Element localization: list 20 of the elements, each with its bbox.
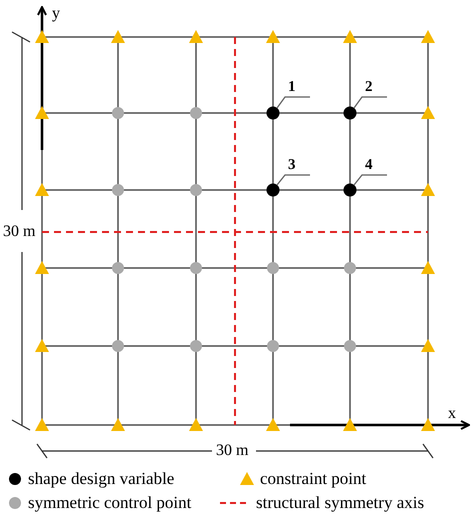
design-point: [266, 106, 280, 120]
legend-label: shape design variable: [28, 470, 174, 487]
callout-number: 3: [288, 158, 296, 173]
design-point: [344, 184, 356, 196]
legend-label: structural symmetry axis: [256, 494, 424, 511]
legend-label: symmetric control point: [28, 494, 192, 511]
design-point: [266, 184, 280, 196]
leader-line: [276, 96, 310, 108]
legend-label: constraint point: [260, 470, 366, 487]
leader-line: [353, 96, 387, 108]
dimension-label: 30 m: [216, 443, 248, 459]
leader-line: [354, 174, 387, 186]
dimension-label: 30 m: [3, 224, 36, 240]
axis-label: y: [52, 6, 60, 22]
axis-label: x: [448, 406, 456, 422]
leader-line: [276, 174, 310, 186]
design-point: [344, 106, 356, 120]
callout-number: 1: [288, 80, 296, 95]
callout-number: 2: [365, 80, 372, 95]
callout-number: 4: [365, 158, 372, 173]
